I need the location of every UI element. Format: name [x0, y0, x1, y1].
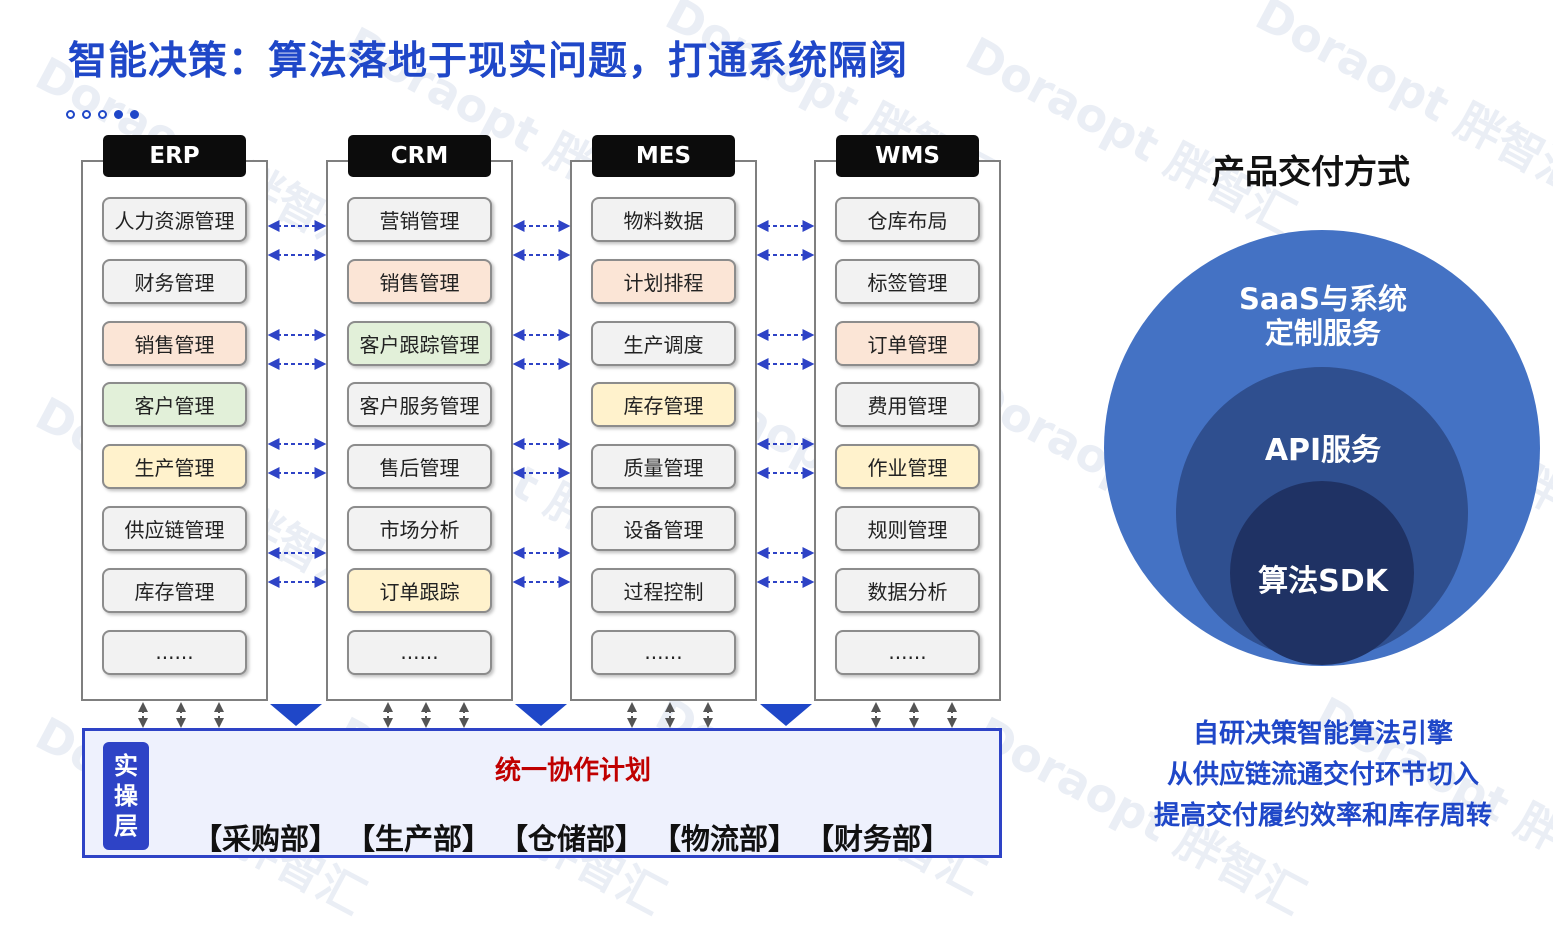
operations-layer-box	[82, 728, 1002, 858]
saas-label-line: 定制服务	[1264, 316, 1381, 350]
system-header: CRM	[348, 135, 491, 177]
module-box: 市场分析	[347, 506, 492, 551]
module-box: 客户跟踪管理	[347, 320, 492, 366]
department-warehouse: 【仓储部】	[499, 822, 645, 856]
unified-plan-title: 统一协作计划	[495, 756, 652, 786]
module-box: 标签管理	[835, 258, 980, 304]
module-box: 质量管理	[591, 444, 736, 490]
saas-label: SaaS与系统 定制服务	[1200, 282, 1446, 350]
module-box: 库存管理	[102, 567, 247, 613]
module-box: 销售管理	[102, 320, 247, 366]
ops-label-char: 层	[114, 812, 138, 840]
system-header: MES	[592, 135, 735, 177]
down-triangle-icon	[270, 704, 322, 726]
department-production: 【生产部】	[346, 822, 492, 856]
module-box: ......	[102, 629, 247, 675]
system-header: ERP	[103, 135, 246, 177]
module-box: 库存管理	[591, 382, 736, 428]
department-finance: 【财务部】	[805, 822, 951, 856]
module-box: 客户管理	[102, 382, 247, 428]
delivery-title: 产品交付方式	[1212, 152, 1410, 191]
module-box: 订单管理	[835, 320, 980, 366]
delivery-circles	[1104, 230, 1540, 666]
operations-layer-label: 实 操 层	[103, 742, 149, 850]
indicator-dot-active	[114, 110, 123, 119]
slide-indicator	[66, 110, 139, 119]
module-box: ......	[591, 629, 736, 675]
module-box: 过程控制	[591, 567, 736, 613]
indicator-dot	[82, 110, 91, 119]
module-box: 规则管理	[835, 506, 980, 551]
system-header: WMS	[836, 135, 979, 177]
module-box: 客户服务管理	[347, 382, 492, 428]
module-box: 销售管理	[347, 258, 492, 304]
module-box: 订单跟踪	[347, 567, 492, 613]
module-box: 费用管理	[835, 382, 980, 428]
saas-label-line: SaaS与系统	[1239, 282, 1407, 316]
module-box: 售后管理	[347, 444, 492, 490]
module-box: 数据分析	[835, 567, 980, 613]
ops-label-char: 操	[114, 782, 138, 810]
summary-line: 提高交付履约效率和库存周转	[1153, 801, 1492, 831]
summary-line: 自研决策智能算法引擎	[1192, 719, 1453, 749]
module-box: 仓库布局	[835, 197, 980, 242]
down-triangle-icon	[760, 704, 812, 726]
module-box: 人力资源管理	[102, 197, 247, 242]
indicator-dot	[66, 110, 75, 119]
module-box: 生产管理	[102, 444, 247, 490]
module-box: ......	[347, 629, 492, 675]
module-box: 计划排程	[591, 258, 736, 304]
department-logistics: 【物流部】	[652, 822, 798, 856]
department-purchasing: 【采购部】	[193, 822, 339, 856]
page-title: 智能决策：算法落地于现实问题，打通系统隔阂	[68, 39, 909, 84]
indicator-dot-active	[130, 110, 139, 119]
down-triangle-icon	[515, 704, 567, 726]
api-label: API服务	[1264, 433, 1382, 468]
module-box: 设备管理	[591, 506, 736, 551]
module-box: 供应链管理	[102, 506, 247, 551]
module-box: 作业管理	[835, 444, 980, 490]
module-box: 物料数据	[591, 197, 736, 242]
ops-label-char: 实	[114, 752, 138, 780]
module-box: ......	[835, 629, 980, 675]
indicator-dot	[98, 110, 107, 119]
module-box: 营销管理	[347, 197, 492, 242]
sdk-label: 算法SDK	[1258, 564, 1388, 599]
circle-inner	[1230, 481, 1414, 665]
module-box: 财务管理	[102, 258, 247, 304]
module-box: 生产调度	[591, 320, 736, 366]
summary-line: 从供应链流通交付环节切入	[1166, 760, 1479, 790]
